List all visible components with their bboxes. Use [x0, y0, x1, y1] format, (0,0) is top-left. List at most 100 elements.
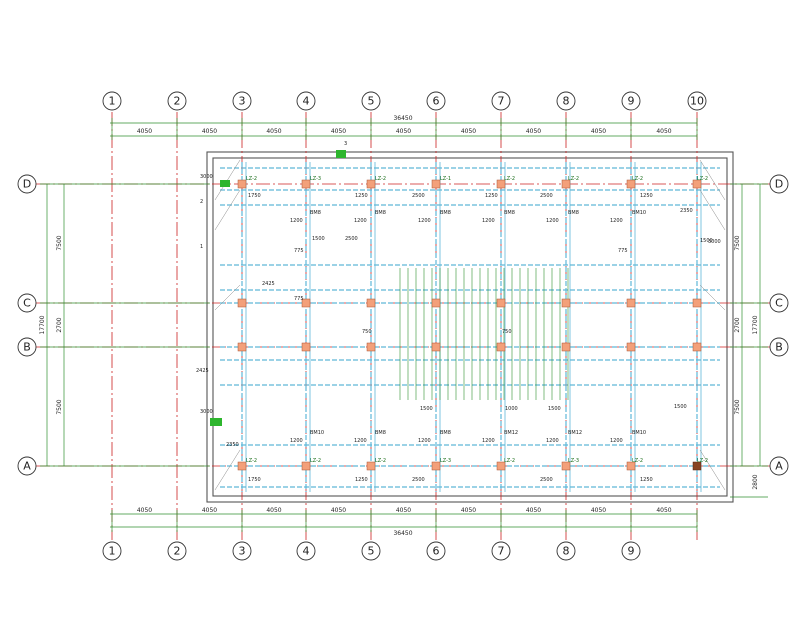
right-dim-mid: 2700	[734, 317, 741, 332]
span-1200-l: 1200	[610, 438, 623, 444]
column-B-8	[561, 342, 571, 352]
tag-lz3-d4: LZ-3	[310, 176, 321, 182]
bottom-bay-dimension-1: 4050	[137, 507, 152, 514]
column-B-10	[692, 342, 702, 352]
column-D-6	[431, 179, 441, 189]
axis-bubble-top-9-label: 9	[628, 95, 635, 108]
column-A-6	[431, 461, 441, 471]
axis-bubble-right-B-label: B	[775, 341, 783, 354]
axis-bubble-bottom-9-circle	[621, 541, 641, 561]
axis-bubble-bottom-3-label: 3	[239, 545, 246, 558]
span-1250-c: 1250	[640, 193, 653, 199]
axis-bubble-top-7-circle	[491, 91, 511, 111]
axis-bubble-bottom-2: 2	[167, 541, 187, 561]
span-1500-c: 1500	[548, 406, 561, 412]
slab-inner-boundary	[212, 157, 728, 497]
axis-bubble-top-6: 6	[426, 91, 446, 111]
mark-3: 3	[344, 141, 347, 147]
span-2425-a: 2425	[262, 281, 275, 287]
span-1200-c: 1200	[418, 218, 431, 224]
right-total-dimension: 17700	[752, 315, 759, 334]
span-1750-b: 1750	[248, 477, 261, 483]
axis-bubble-bottom-4-label: 4	[303, 545, 310, 558]
column-C-9	[626, 298, 636, 308]
bottom-bay-dimension-8: 4050	[591, 507, 606, 514]
beam-bm8-6: BM8	[375, 430, 386, 436]
column-A-5	[366, 461, 376, 471]
tag-lz2-d9: LZ-2	[632, 176, 643, 182]
column-D-5	[366, 179, 376, 189]
column-A-8	[561, 461, 571, 471]
axis-bubble-top-10-label: 10	[690, 95, 704, 108]
column-A-9	[626, 461, 636, 471]
axis-bubble-right-C: C	[769, 293, 789, 313]
axis-bubble-right-D-label: D	[775, 178, 783, 191]
beam-bm12-2: BM12	[568, 430, 582, 436]
axis-bubble-bottom-8: 8	[556, 541, 576, 561]
span-1750-a: 1750	[248, 193, 261, 199]
axis-bubble-top-4: 4	[296, 91, 316, 111]
right-dim-offset: 2800	[752, 474, 759, 489]
span-1250-b: 1250	[485, 193, 498, 199]
top-bay-dimension-2: 4050	[202, 128, 217, 135]
tag-lz2-a4: LZ-2	[310, 458, 321, 464]
span-1200-g: 1200	[290, 438, 303, 444]
span-2425-b: 2425	[196, 368, 209, 374]
axis-bubble-left-C-label: C	[23, 297, 31, 310]
span-3000-b: 3000	[200, 409, 213, 415]
top-bay-dimension-4: 4050	[331, 128, 346, 135]
beam-bm8-5: BM8	[568, 210, 579, 216]
column-B-5	[366, 342, 376, 352]
grid-lines	[36, 112, 770, 540]
tag-lz2-a3: LZ-2	[246, 458, 257, 464]
top-bay-dimension-3: 4050	[266, 128, 281, 135]
bottom-bay-dimension-6: 4050	[461, 507, 476, 514]
column-B-9	[626, 342, 636, 352]
tag-lz3-a8: LZ-3	[568, 458, 579, 464]
axis-bubble-bottom-9-label: 9	[628, 545, 635, 558]
axis-bubble-top-5-circle	[361, 91, 381, 111]
column-D-3	[237, 179, 247, 189]
bottom-bay-dimension-4: 4050	[331, 507, 346, 514]
span-2500-b: 2500	[412, 193, 425, 199]
span-1200-f: 1200	[610, 218, 623, 224]
bottom-bay-dimension-2: 4050	[202, 507, 217, 514]
beam-bm12-1: BM12	[504, 430, 518, 436]
mark-2: 2	[200, 199, 203, 205]
axis-bubble-top-8-label: 8	[563, 95, 570, 108]
axis-bubble-top-9-circle	[621, 91, 641, 111]
tag-lz2-a10: LZ-2	[697, 458, 708, 464]
right-dimension-chain: 17700 7500 2700 7500 2800	[730, 183, 768, 498]
axis-bubble-right-B: B	[769, 337, 789, 357]
axis-bubble-top-9: 9	[621, 91, 641, 111]
axis-bubble-left-C: C	[17, 293, 37, 313]
axis-bubble-bottom-4: 4	[296, 541, 316, 561]
axis-bubble-bottom-3-circle	[232, 541, 252, 561]
axis-bubble-left-A-label: A	[23, 460, 31, 473]
right-dim-bottom: 7500	[734, 399, 741, 414]
axis-bubble-right-B-circle	[769, 337, 789, 357]
column-A-7	[496, 461, 506, 471]
axis-bubble-bottom-1: 1	[102, 541, 122, 561]
axis-bubble-right-C-label: C	[775, 297, 783, 310]
axis-bubble-left-A: A	[17, 456, 37, 476]
span-1200-i: 1200	[418, 438, 431, 444]
axis-bubble-left-B-label: B	[23, 341, 31, 354]
span-2500-c: 2500	[540, 193, 553, 199]
top-bay-dimension-9: 4050	[656, 128, 671, 135]
column-D-7	[496, 179, 506, 189]
axis-bubble-top-1: 1	[102, 91, 122, 111]
axis-bubble-top-5-label: 5	[368, 95, 375, 108]
bottom-bay-dimension-5: 4050	[396, 507, 411, 514]
right-dim-top: 7500	[734, 235, 741, 250]
axis-bubble-right-A: A	[769, 456, 789, 476]
span-1250-e: 1250	[640, 477, 653, 483]
axis-bubble-bottom-5-label: 5	[368, 545, 375, 558]
axis-bubble-right-D-circle	[769, 174, 789, 194]
column-B-4	[301, 342, 311, 352]
axis-bubble-bottom-5: 5	[361, 541, 381, 561]
axis-bubble-left-D: D	[17, 174, 37, 194]
column-A-10	[692, 461, 702, 471]
axis-bubble-bottom-6-label: 6	[433, 545, 440, 558]
span-750-b: 750	[502, 329, 512, 335]
